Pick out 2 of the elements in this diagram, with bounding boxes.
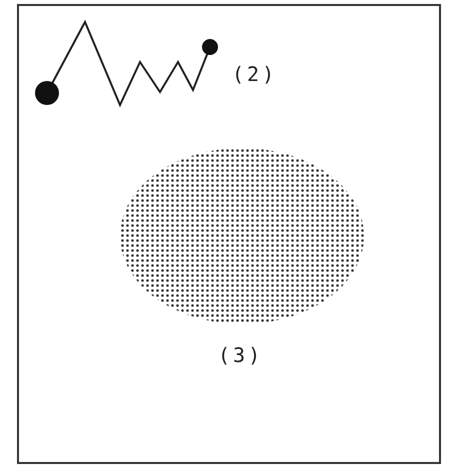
callout-number: (3) — [218, 343, 264, 367]
callout-number: (2) — [232, 62, 278, 86]
